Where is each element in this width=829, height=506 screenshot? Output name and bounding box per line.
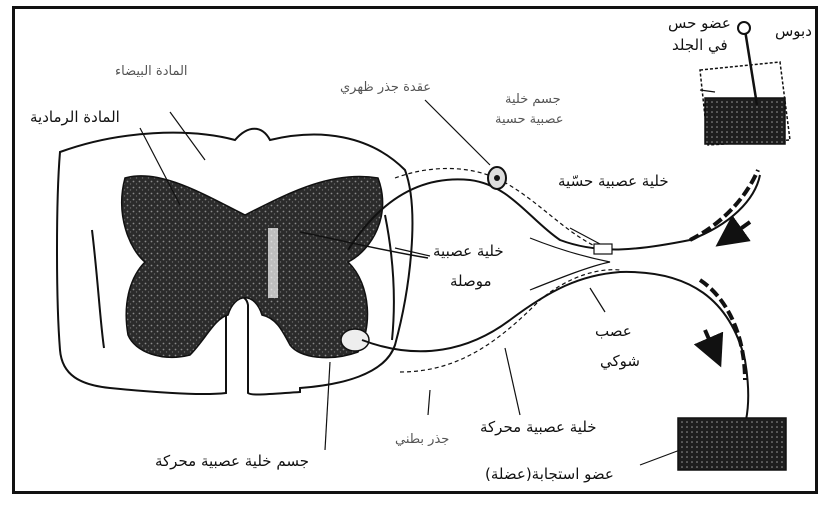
impulse-arrow-out: [705, 330, 718, 360]
spinal-nerve-label-line2: شوكي: [600, 352, 640, 371]
dorsal-root-ganglion-label: عقدة جذر ظهري: [340, 80, 431, 96]
skin-sense-organ: [700, 62, 790, 145]
gray-matter-label: المادة الرمادية: [30, 108, 120, 127]
interneuron-label-line2: موصلة: [450, 272, 492, 291]
motor-neuron-label: خلية عصبية محركة: [480, 418, 597, 437]
motor-neuron-fiber: [362, 272, 748, 420]
sensory-cell-body-label-line1: جسم خلية: [505, 92, 561, 108]
sense-organ-label-line2: في الجلد: [672, 36, 728, 55]
ventral-root-label: جذر بطني: [395, 432, 449, 448]
pin-label: دبوس: [775, 22, 812, 41]
sensory-cell-body-label-line2: عصبية حسية: [495, 112, 564, 128]
muscle-effector: [678, 418, 786, 470]
white-matter-label: المادة البيضاء: [115, 64, 188, 80]
sense-organ-label-line1: عضو حس: [668, 14, 731, 33]
interneuron-label-line1: خلية عصبية: [433, 242, 504, 261]
impulse-arrow-in: [722, 222, 750, 242]
effector-organ-label: عضو استجابة(عضلة): [485, 465, 614, 484]
motor-cell-body-label: جسم خلية عصبية محركة: [155, 452, 309, 471]
sensory-neuron-label: خلية عصبية حسّية: [558, 172, 669, 191]
spinal-nerve-label-line1: عصب: [595, 322, 632, 341]
